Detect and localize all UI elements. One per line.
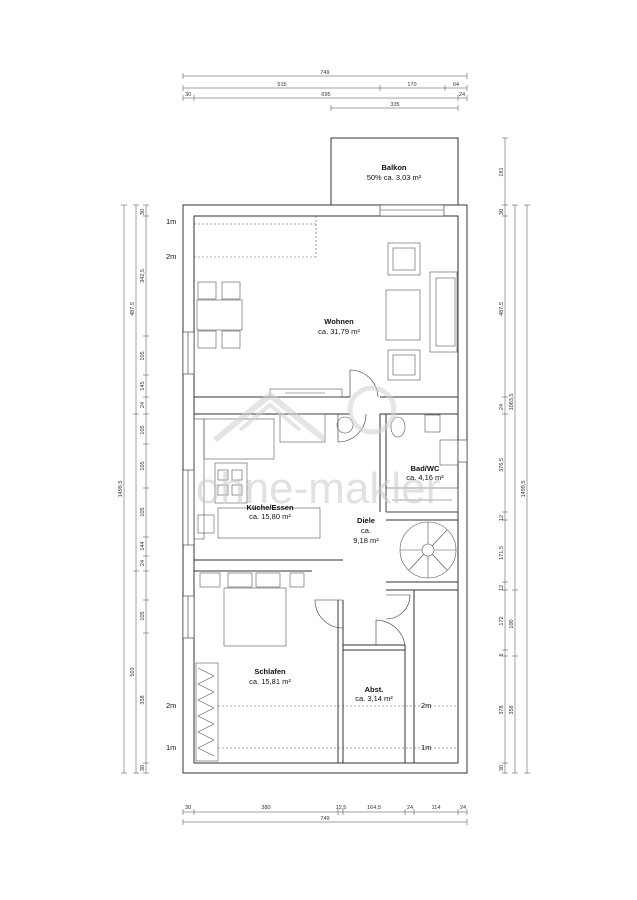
room-area-bad: ca. 4,16 m²	[406, 473, 444, 482]
height-mark-1m-top: 1m	[166, 217, 176, 226]
dim-right-358: 358	[509, 705, 515, 714]
dimensions-top	[182, 73, 468, 111]
room-area-balkon: 50% ca. 3,03 m²	[367, 173, 422, 182]
dim-right-30a: 30	[499, 209, 505, 215]
windows	[182, 204, 468, 639]
dim-top-30: 30	[185, 92, 191, 98]
dim-bottom-24a: 24	[407, 805, 413, 811]
height-mark-2m-left: 2m	[166, 701, 176, 710]
room-area-abst: ca. 3,14 m²	[355, 694, 393, 703]
dim-right-100: 100	[509, 619, 515, 628]
height-mark-1m-left: 1m	[166, 743, 176, 752]
dim-bottom-total: 749	[320, 816, 329, 822]
dim-top-170: 170	[407, 82, 416, 88]
doors	[314, 369, 411, 646]
dim-left-30b: 30	[140, 765, 146, 771]
dim-left-342-5: 342,5	[140, 269, 146, 283]
room-area-wohnen: ca. 31,79 m²	[318, 327, 360, 336]
room-name-balkon: Balkon	[381, 163, 406, 172]
dim-left-145: 145	[140, 381, 146, 390]
dim-bottom-12-5: 12,5	[336, 805, 347, 811]
dim-bottom-30: 30	[185, 805, 191, 811]
dim-left-358: 358	[140, 695, 146, 704]
dim-left-30a: 30	[140, 209, 146, 215]
room-name-kueche: Küche/Essen	[246, 503, 294, 512]
dim-left-105d: 105	[140, 507, 146, 516]
height-mark-2m-top: 2m	[166, 252, 176, 261]
dim-bottom-164-5: 164,5	[367, 805, 381, 811]
room-area-diele-line1: ca.	[361, 526, 371, 535]
dim-left-labels: 30 342,5 105 145 24 105 105 105 144 24 1…	[118, 209, 146, 771]
dimensions-bottom	[182, 809, 468, 825]
watermark: ohne-makler	[196, 385, 441, 513]
dim-top-695: 695	[321, 92, 330, 98]
dim-right-24: 24	[499, 404, 505, 410]
dim-left-105b: 105	[140, 425, 146, 434]
dim-right-376-5: 376,5	[499, 458, 505, 472]
height-mark-2m-right: 2m	[421, 701, 431, 710]
dim-right-1063-5: 1063,5	[509, 394, 515, 411]
dim-left-105c: 105	[140, 461, 146, 470]
room-name-schlafen: Schlafen	[254, 667, 286, 676]
walls	[182, 137, 468, 774]
dim-right-6: 6	[499, 653, 505, 656]
dim-left-24a: 24	[140, 402, 146, 408]
room-area-schlafen: ca. 15,81 m²	[249, 677, 291, 686]
dim-top-515: 515	[277, 82, 286, 88]
room-area-diele-line2: 9,18 m²	[353, 536, 379, 545]
dim-right-12b: 12	[499, 585, 505, 591]
dim-right-171-5: 171,5	[499, 546, 505, 560]
dim-top-335: 335	[390, 102, 399, 108]
dim-left-487-5: 487,5	[130, 302, 136, 316]
dim-top-24: 24	[459, 92, 465, 98]
room-name-wohnen: Wohnen	[324, 317, 354, 326]
dim-right-487-5: 487,5	[499, 302, 505, 316]
height-mark-1m-right: 1m	[421, 743, 431, 752]
dim-right-12a: 12	[499, 515, 505, 521]
dim-left-24b: 24	[140, 560, 146, 566]
dim-right-378: 378	[499, 705, 505, 714]
dimensions-left	[121, 204, 149, 774]
dim-right-30b: 30	[499, 765, 505, 771]
dim-left-144: 144	[140, 541, 146, 550]
dim-top-64: 64	[453, 82, 459, 88]
dim-bottom-24b: 24	[460, 805, 466, 811]
dim-right-172: 172	[499, 616, 505, 625]
room-name-bad: Bad/WC	[411, 464, 440, 473]
room-area-kueche: ca. 15,80 m²	[249, 512, 291, 521]
dim-top-total: 749	[320, 70, 329, 76]
dimensions-right	[502, 137, 530, 774]
room-name-abst: Abst.	[365, 685, 384, 694]
dim-right-181: 181	[499, 167, 505, 176]
watermark-text: ohne-makler	[196, 464, 441, 513]
dim-left-total: 1499,5	[118, 481, 124, 498]
dim-left-105a: 105	[140, 351, 146, 360]
dim-left-105e: 105	[140, 611, 146, 620]
room-name-diele: Diele	[357, 516, 375, 525]
furniture	[193, 216, 459, 762]
dim-right-labels: 181 30 487,5 24 376,5 12 171,5 12 172 6 …	[499, 167, 527, 771]
dim-left-503: 503	[130, 667, 136, 676]
dim-bottom-380: 380	[261, 805, 270, 811]
dim-bottom-114: 114	[432, 805, 441, 811]
dim-right-total: 1499,5	[521, 481, 527, 498]
